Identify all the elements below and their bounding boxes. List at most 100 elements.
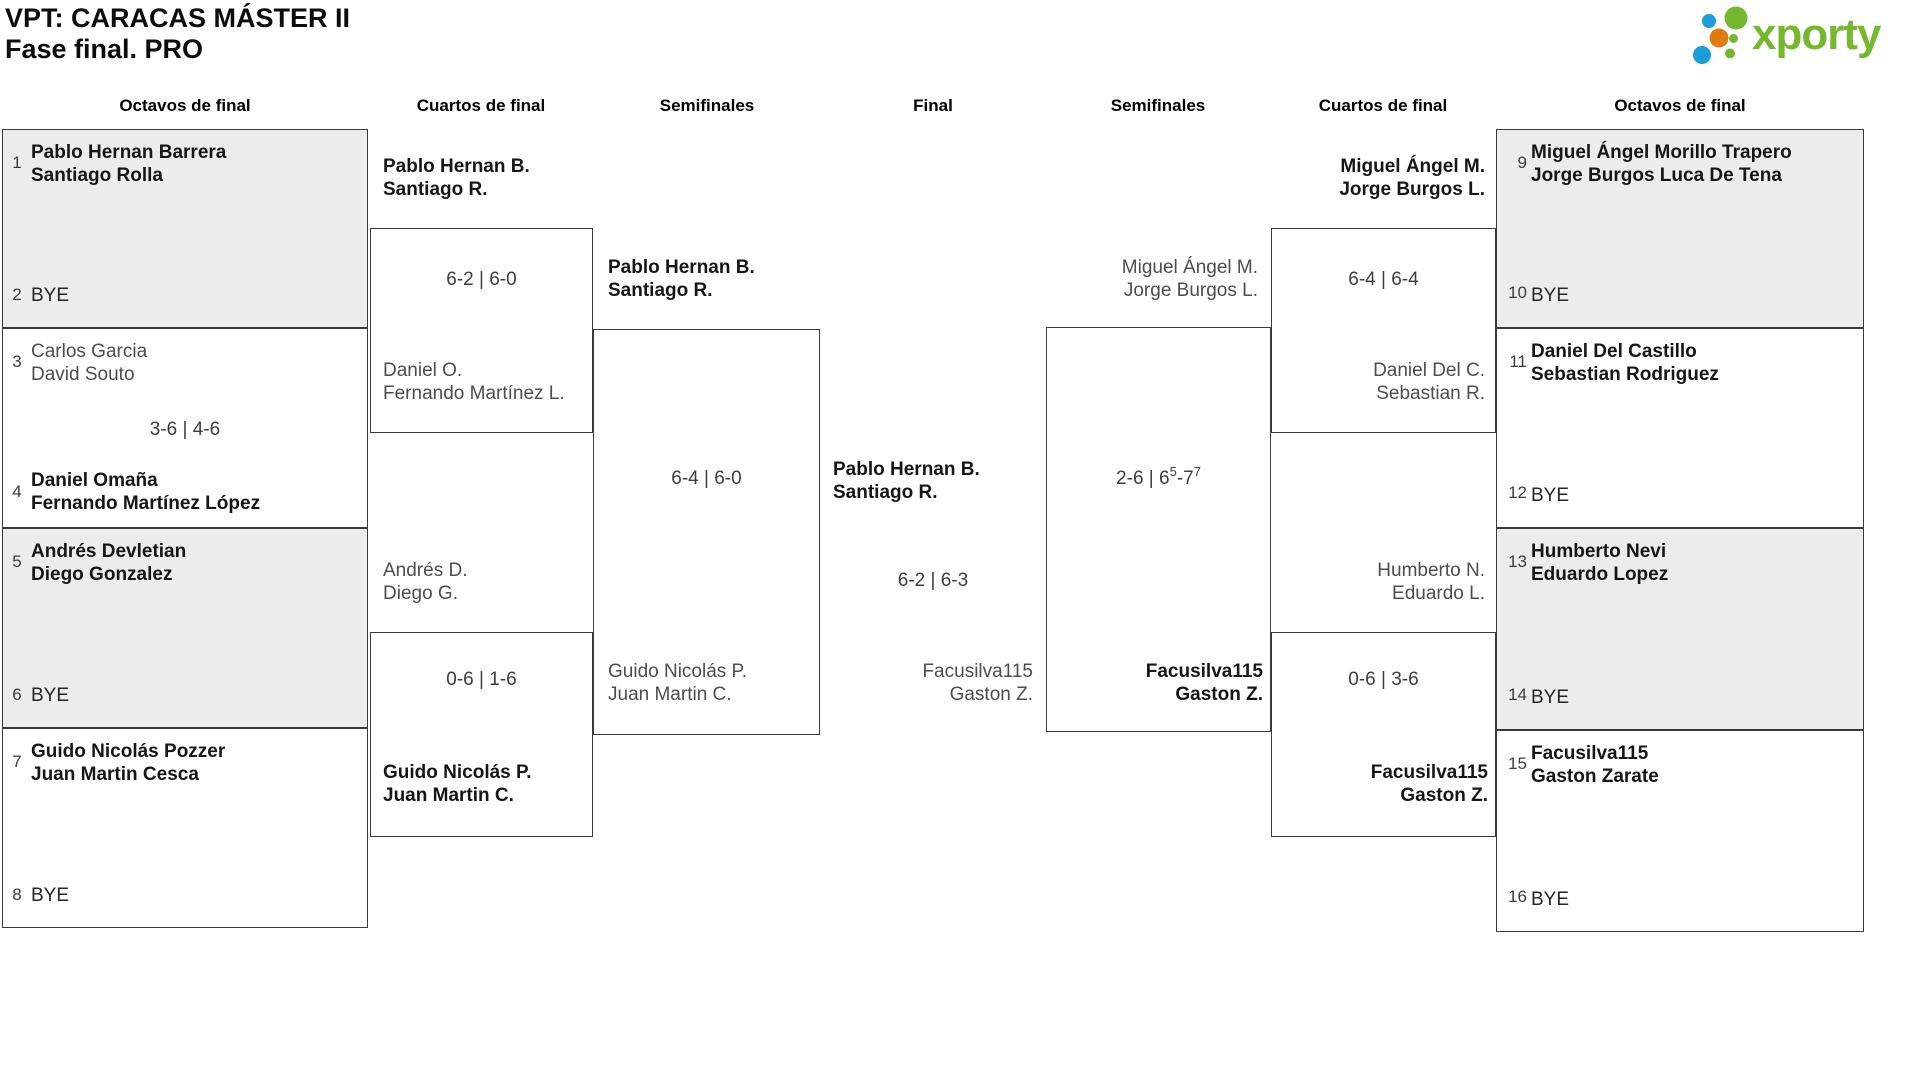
player-name: Eduardo Lopez bbox=[1531, 564, 1669, 585]
score-part: -7 bbox=[1176, 468, 1194, 489]
bye-slot: BYE bbox=[31, 685, 70, 706]
xporty-logo[interactable]: xporty bbox=[1684, 5, 1914, 67]
player-name: Miguel Ángel Morillo Trapero bbox=[1531, 142, 1792, 163]
sf-left-loser: Guido Nicolás P. Juan Martin C. bbox=[608, 660, 747, 706]
seed-1: 1 bbox=[12, 153, 22, 172]
xporty-logo-icon: xporty bbox=[1693, 6, 1883, 64]
logo-dot-green-small bbox=[1729, 34, 1738, 43]
team-pair: Facusilva115 Gaston Zarate bbox=[1531, 742, 1659, 788]
player-name: Carlos Garcia bbox=[31, 341, 148, 362]
player-name: Gaston Z. bbox=[1400, 785, 1488, 806]
player-name: Facusilva115 bbox=[1370, 762, 1488, 783]
qf-right-2-score: 0-6 | 3-6 bbox=[1348, 669, 1419, 690]
player-name: Santiago R. bbox=[833, 482, 938, 503]
logo-dot-blue-top bbox=[1702, 14, 1716, 28]
player-name: Gaston Z. bbox=[1175, 684, 1263, 705]
logo-dot-blue-bottom bbox=[1693, 46, 1711, 64]
bye-slot: BYE bbox=[1531, 687, 1570, 708]
round-header-final: Final bbox=[913, 96, 953, 115]
player-name: Gaston Z. bbox=[949, 684, 1033, 705]
player-name: Andrés Devletian bbox=[31, 541, 187, 562]
player-name: Gaston Zarate bbox=[1531, 766, 1659, 787]
seed-9: 9 bbox=[1517, 153, 1527, 172]
player-name: Humberto N. bbox=[1377, 560, 1485, 581]
player-name: Fernando Martínez López bbox=[31, 493, 261, 514]
player-name: Juan Martin C. bbox=[383, 785, 514, 806]
match-box-oct-right-4: 15 Facusilva115 Gaston Zarate 16 BYE bbox=[1496, 730, 1864, 932]
qf-right-1-winner: Miguel Ángel M. Jorge Burgos L. bbox=[1185, 155, 1485, 201]
seed-7: 7 bbox=[12, 752, 22, 771]
seed-14: 14 bbox=[1508, 685, 1527, 704]
team-pair: Daniel Del Castillo Sebastian Rodriguez bbox=[1531, 340, 1719, 386]
final-winner: Pablo Hernan B. Santiago R. bbox=[833, 458, 980, 504]
connector-qf-left-2 bbox=[370, 632, 593, 837]
team-pair: Humberto Nevi Eduardo Lopez bbox=[1531, 540, 1668, 586]
seed-5: 5 bbox=[12, 552, 22, 571]
match-box-oct-left-1: 1 Pablo Hernan Barrera Santiago Rolla 2 … bbox=[2, 129, 368, 328]
tiebreak-sup: 7 bbox=[1193, 463, 1201, 479]
seed-3: 3 bbox=[12, 352, 22, 371]
player-name: Daniel Del C. bbox=[1373, 360, 1485, 381]
player-name: Jorge Burgos Luca De Tena bbox=[1531, 165, 1782, 186]
seed-2: 2 bbox=[12, 285, 22, 304]
player-name: Daniel Omaña bbox=[31, 470, 158, 491]
player-name: Sebastian Rodriguez bbox=[1531, 364, 1719, 385]
qf-right-1-score: 6-4 | 6-4 bbox=[1348, 269, 1419, 290]
sf-right-score: 2-6 | 65-77 bbox=[1046, 465, 1271, 490]
round-header-cuartos-right: Cuartos de final bbox=[1318, 96, 1448, 115]
player-name: Humberto Nevi bbox=[1531, 541, 1667, 562]
qf-left-1-winner: Pablo Hernan B. Santiago R. bbox=[383, 155, 530, 201]
final-loser: Facusilva115 Gaston Z. bbox=[733, 660, 1033, 706]
qf-right-2-winner: Facusilva115 Gaston Z. bbox=[1188, 761, 1488, 807]
final-score: 6-2 | 6-3 bbox=[897, 570, 969, 591]
qf-left-1-score: 6-2 | 6-0 bbox=[446, 269, 517, 290]
round-header-octavos-right: Octavos de final bbox=[1614, 96, 1746, 115]
player-name: Pablo Hernan Barrera bbox=[31, 142, 227, 163]
logo-dot-green-tiny bbox=[1725, 48, 1735, 59]
tournament-name: VPT: CARACAS MÁSTER II bbox=[5, 3, 351, 33]
player-name: Guido Nicolás P. bbox=[383, 762, 532, 783]
qf-right-2-loser: Humberto N. Eduardo L. bbox=[1185, 559, 1485, 605]
seed-8: 8 bbox=[12, 885, 22, 904]
logo-dot-green-big bbox=[1724, 6, 1748, 30]
bye-slot: BYE bbox=[1531, 485, 1570, 506]
player-name: Facusilva115 bbox=[1145, 661, 1263, 682]
connector-sf-left bbox=[593, 329, 820, 735]
player-name: Pablo Hernan B. bbox=[833, 459, 980, 480]
team-pair: Andrés Devletian Diego Gonzalez bbox=[31, 540, 186, 586]
player-name: Santiago Rolla bbox=[31, 165, 163, 186]
connector-qf-left-1 bbox=[370, 228, 593, 433]
connector-sf-right bbox=[1046, 327, 1271, 732]
logo-dot-orange bbox=[1709, 28, 1729, 48]
bye-slot: BYE bbox=[1531, 285, 1570, 306]
match-box-oct-left-3: 5 Andrés Devletian Diego Gonzalez 6 BYE bbox=[2, 528, 368, 728]
player-name: Santiago R. bbox=[608, 280, 713, 301]
qf-left-1-loser: Daniel O. Fernando Martínez L. bbox=[383, 359, 565, 405]
player-name: Diego Gonzalez bbox=[31, 564, 173, 585]
seed-11: 11 bbox=[1509, 352, 1527, 371]
player-name: Pablo Hernan B. bbox=[383, 156, 530, 177]
team-pair: Carlos Garcia David Souto bbox=[31, 340, 147, 386]
sf-right-winner: Facusilva115 Gaston Z. bbox=[963, 660, 1263, 706]
tiebreak-sup: 5 bbox=[1169, 463, 1177, 479]
match-box-oct-left-4: 7 Guido Nicolás Pozzer Juan Martin Cesca… bbox=[2, 728, 368, 928]
player-name: Fernando Martínez L. bbox=[383, 383, 565, 404]
player-name: Eduardo L. bbox=[1392, 583, 1485, 604]
seed-15: 15 bbox=[1508, 754, 1527, 773]
player-name: Facusilva115 bbox=[1531, 743, 1649, 764]
round-header-semis-right: Semifinales bbox=[1110, 96, 1206, 115]
round-header-cuartos-left: Cuartos de final bbox=[416, 96, 546, 115]
player-name: Facusilva115 bbox=[922, 661, 1033, 682]
player-name: Guido Nicolás P. bbox=[608, 661, 748, 682]
player-name: Santiago R. bbox=[383, 179, 488, 200]
player-name: Jorge Burgos L. bbox=[1339, 179, 1485, 200]
qf-right-1-loser: Daniel Del C. Sebastian R. bbox=[1185, 359, 1485, 405]
seed-10: 10 bbox=[1508, 283, 1527, 302]
player-name: Andrés D. bbox=[383, 560, 468, 581]
bye-slot: BYE bbox=[31, 285, 70, 306]
sf-left-winner: Pablo Hernan B. Santiago R. bbox=[608, 256, 755, 302]
player-name: Pablo Hernan B. bbox=[608, 257, 755, 278]
seed-4: 4 bbox=[12, 482, 22, 501]
player-name: Guido Nicolás Pozzer bbox=[31, 741, 226, 762]
